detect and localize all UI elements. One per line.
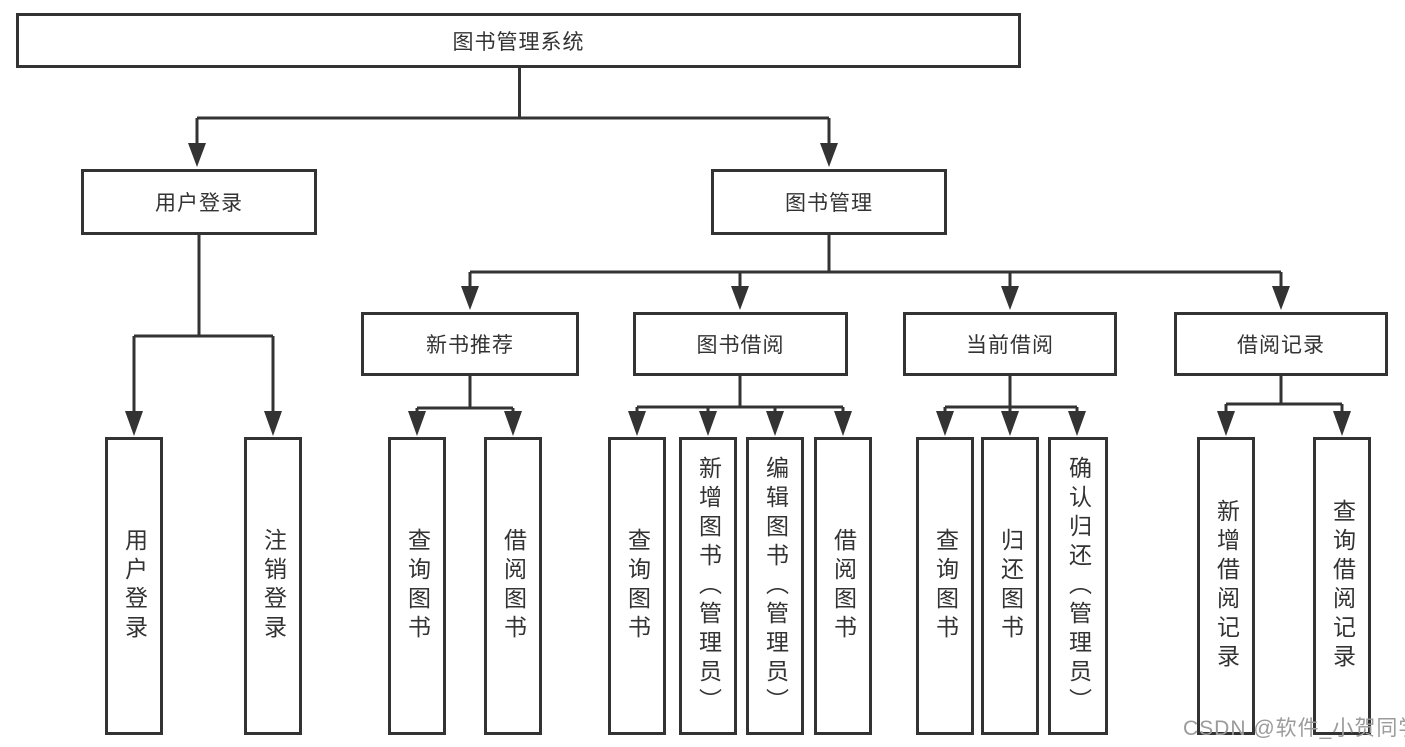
leaf-logout: 注销登录 xyxy=(244,437,302,735)
arrowhead-icon xyxy=(1272,286,1290,310)
arrowhead-icon xyxy=(628,411,646,436)
node-book-borrow: 图书借阅 xyxy=(633,312,848,376)
node-borrow-records: 借阅记录 xyxy=(1174,312,1388,376)
leaf-query-books-borrow: 查询图书 xyxy=(608,437,666,735)
arrowhead-icon xyxy=(1068,411,1086,436)
leaf-confirm-return-admin-label: 确认归还（管理员） xyxy=(1065,455,1092,717)
leaf-query-books-recommend: 查询图书 xyxy=(388,437,446,735)
arrowhead-icon xyxy=(731,286,749,310)
node-user-login: 用户登录 xyxy=(81,169,317,235)
leaf-query-books-current: 查询图书 xyxy=(916,437,974,735)
arrowheads xyxy=(125,143,1351,436)
leaf-edit-book-admin: 编辑图书（管理员） xyxy=(746,437,804,735)
leaf-query-books-borrow-label: 查询图书 xyxy=(624,528,651,644)
leaf-borrow-books-recommend: 借阅图书 xyxy=(484,437,542,735)
node-book-management: 图书管理 xyxy=(711,169,947,235)
node-library-system-label: 图书管理系统 xyxy=(452,30,585,54)
node-new-book-recommend-label: 新书推荐 xyxy=(426,334,514,357)
arrowhead-icon xyxy=(264,411,282,436)
leaf-borrow-books: 借阅图书 xyxy=(814,437,872,735)
leaf-logout-label: 注销登录 xyxy=(260,528,287,644)
leaf-query-borrow-record-label: 查询借阅记录 xyxy=(1329,499,1356,673)
arrowhead-icon xyxy=(820,143,838,167)
leaf-query-books-current-label: 查询图书 xyxy=(932,528,959,644)
arrowhead-icon xyxy=(699,411,717,436)
leaf-borrow-books-recommend-label: 借阅图书 xyxy=(500,528,527,644)
leaf-confirm-return-admin: 确认归还（管理员） xyxy=(1048,437,1108,735)
leaf-user-login-label: 用户登录 xyxy=(121,528,148,644)
arrowhead-icon xyxy=(461,286,479,310)
watermark: CSDN @软件_小贺同学 xyxy=(1183,717,1405,740)
arrowhead-icon xyxy=(188,143,206,167)
node-book-borrow-label: 图书借阅 xyxy=(696,334,785,357)
leaf-user-login: 用户登录 xyxy=(105,437,163,735)
leaf-borrow-books-label: 借阅图书 xyxy=(830,528,857,644)
arrowhead-icon xyxy=(504,411,522,436)
leaf-add-book-admin-label: 新增图书（管理员） xyxy=(695,455,722,717)
arrowhead-icon xyxy=(766,411,784,436)
arrowhead-icon xyxy=(1001,286,1019,310)
node-borrow-records-label: 借阅记录 xyxy=(1237,334,1325,357)
leaf-return-book: 归还图书 xyxy=(981,437,1039,735)
node-user-login-label: 用户登录 xyxy=(155,192,243,215)
leaf-add-borrow-record: 新增借阅记录 xyxy=(1197,437,1255,735)
leaf-query-borrow-record: 查询借阅记录 xyxy=(1313,437,1371,735)
arrowhead-icon xyxy=(1333,411,1351,436)
arrowhead-icon xyxy=(834,411,852,436)
node-library-system: 图书管理系统 xyxy=(16,13,1021,68)
arrowhead-icon xyxy=(1217,411,1235,436)
node-current-borrow-label: 当前借阅 xyxy=(966,334,1054,357)
node-new-book-recommend: 新书推荐 xyxy=(361,312,579,376)
node-current-borrow: 当前借阅 xyxy=(903,312,1117,376)
leaf-query-books-recommend-label: 查询图书 xyxy=(404,528,431,644)
arrowhead-icon xyxy=(408,411,426,436)
leaf-return-book-label: 归还图书 xyxy=(997,528,1024,644)
arrowhead-icon xyxy=(125,411,143,436)
leaf-edit-book-admin-label: 编辑图书（管理员） xyxy=(762,455,789,717)
arrowhead-icon xyxy=(936,411,954,436)
node-book-management-label: 图书管理 xyxy=(785,192,873,215)
arrowhead-icon xyxy=(1001,411,1019,436)
leaf-add-book-admin: 新增图书（管理员） xyxy=(679,437,737,735)
leaf-add-borrow-record-label: 新增借阅记录 xyxy=(1213,499,1240,673)
